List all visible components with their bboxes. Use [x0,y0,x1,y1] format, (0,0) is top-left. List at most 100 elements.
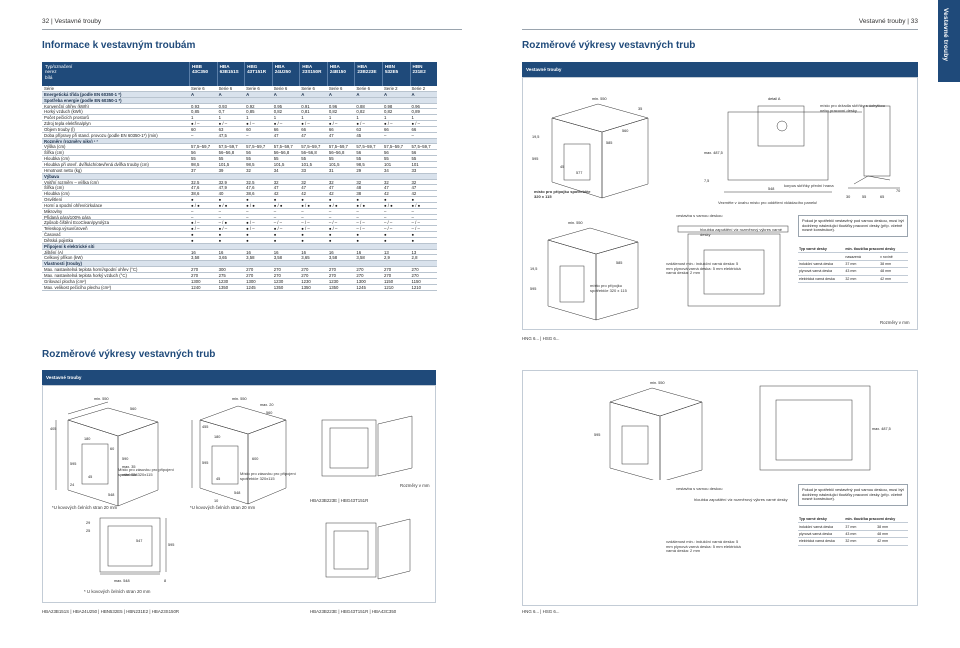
table-cell: 47,6 [246,185,255,191]
table-cell: 3,58 [191,255,200,261]
dim-label: 45 [216,477,220,481]
table-header-cell: Typ varné desky [798,516,845,524]
table-cell: – [411,214,414,220]
row-label: Výška (cm) [44,144,66,150]
table-cell [189,261,217,266]
table-cell: ● [383,197,387,202]
depth-note-2: hloubka zapuštění viz rozměrový výkres v… [694,497,788,502]
table-cell: Serie 2 [383,86,398,91]
table-cell: 57,5–59,7 [246,144,266,150]
table-cell: 56–56,8 [301,150,317,156]
table-row: Teleskop.výsuv/úroveň● / –● / –● / –● / … [42,226,437,233]
table-cell: 38,6 [191,191,200,197]
table-cell: ● / ● [273,202,283,208]
table-cell: 47,5 [218,132,227,138]
table-cell [354,98,382,103]
table-cell: 270 [383,273,392,278]
section-bar-right: Vestavné trouby [522,62,918,77]
table-header-cell: Typ varné desky [798,246,845,254]
dim-label: 45 [88,475,92,479]
table-cell [299,261,327,266]
table-cell: ● / – [301,121,310,126]
table-row: Časovač●●●●●●●●● [42,232,437,238]
table-header-cell: min. tloušťka pracovní desky [844,246,908,254]
dim-label: 10 [214,499,218,503]
header-white-label: bílá [45,74,53,80]
table-cell: 57,5–59,7 [383,144,404,150]
table-section-row: Spotřeba energie (podle EN 60350-1 *) [42,97,437,104]
table-cell: 0,82 [328,109,338,115]
dim-label: max. 548 [114,579,130,583]
model-code: 23S150R [302,69,322,75]
table-cell: 42 mm [879,275,908,283]
side-tab[interactable]: Vestavné trouby [938,0,960,82]
table-cell: 38 mm [879,260,908,269]
table-cell: 47 [301,185,307,191]
table-cell: 32 [356,179,362,185]
table-cell: 101 [411,161,419,167]
table-cell: 16 [301,249,307,255]
table-cell: 56–56,8 [273,150,290,156]
caption-mid: HBA23B223E | HBG43T151R [310,498,369,503]
table-row: Doba přípravy při stand. provozu (podle … [42,133,437,139]
table-cell: 16 [246,249,251,255]
row-label: Vlastnosti (trouby) [44,261,82,267]
table-cell: 42 [301,191,307,197]
model-code: HBB [192,64,202,69]
table-cell: 16 [273,249,279,255]
row-label: Horký vzduch (kWh) [44,109,83,115]
row-label: Horní a spodní ohřev/cirkulace [44,202,103,208]
dim-label: max. 487,5 [872,427,891,431]
table-cell [382,261,410,266]
table-cell: 47 [273,185,279,191]
table-cell: Serie 2 [411,86,426,91]
table-cell: 1 [383,115,387,121]
table-cell: 1245 [356,284,366,290]
model-code: HBA [219,64,230,69]
table-cell: 0,7 [218,109,225,115]
oven-drawing-mid [321,415,413,477]
table-cell: – [218,208,221,214]
table-cell: ● [246,237,249,243]
table-cell: 98,5 [191,161,200,167]
table-cell: 38 [356,191,362,197]
oven-drawing-2: min. 550 max. 20 560 455 180 595 45 600 … [191,397,287,505]
table-cell: 42 [328,191,334,197]
dim-label: 19,5 [530,267,537,271]
table-cell: 32 [246,167,251,173]
table-cell: 101,5 [301,161,313,167]
table-cell: – [191,208,194,214]
table-cell: 56 [191,150,196,156]
row-label: Objem trouby (l) [44,126,75,132]
table-cell [327,174,355,179]
table-cell: – [411,132,414,138]
table-cell: 16 [328,249,334,255]
table-cell: 1350 [328,284,339,290]
table-cell: 37 mm [844,260,880,269]
table-cell: ● / – [273,121,283,126]
table-cell: 270 [356,267,364,272]
table-cell: – / – [411,220,420,226]
units-note-mid: Rozměry v mm [400,483,430,488]
table-cell: 55 [191,156,196,161]
dim-label: 560 [266,411,272,415]
dim-label: 60 [110,447,114,451]
table-row: Osvětlení●●●●●●●●● [42,197,437,203]
table-cell: 270 [356,273,364,278]
table-cell: 270 [246,273,254,278]
table-cell: ● [411,232,415,237]
table-cell [189,244,217,249]
table-cell: 1150 [411,278,421,284]
table-cell: 57,5–59,7 [411,144,431,150]
table-cell: 2,9 [383,255,390,261]
table-cell: 270 [411,267,419,272]
dim-label: max. 35 [122,465,136,469]
